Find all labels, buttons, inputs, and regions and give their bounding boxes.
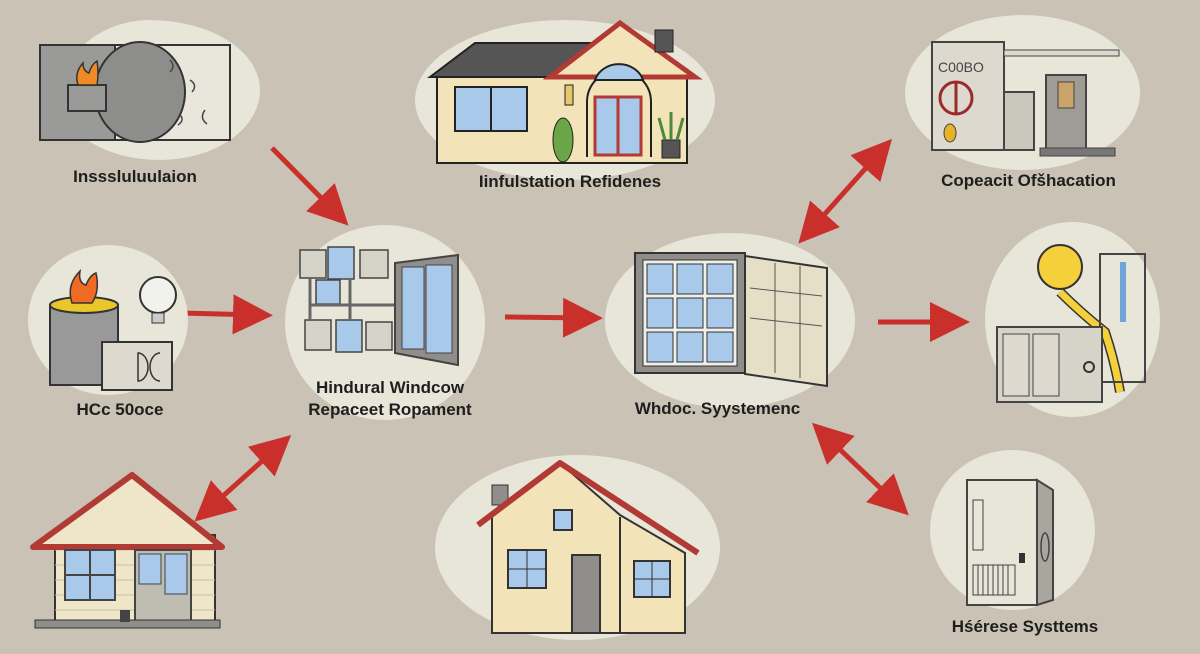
node-label: Iinfulstation Refidenes xyxy=(478,172,662,191)
node-generator: C00BO Copeacit Ofšhacation xyxy=(900,10,1160,200)
house-with-arched-door-icon xyxy=(427,19,703,164)
arrow-window-system-heater-systems xyxy=(811,422,909,516)
node-label: Copeacit Ofšhacation xyxy=(941,171,1116,190)
bulb-cabinet-icon xyxy=(996,244,1146,403)
open-window-icon xyxy=(634,252,828,388)
furnace-bulb-icon xyxy=(49,268,177,391)
insulation-materials-icon xyxy=(39,41,231,143)
node-house-top: Iinfulstation Refidenes xyxy=(415,5,715,195)
window-panels-icon xyxy=(299,246,459,367)
cottage-house-icon xyxy=(30,472,225,629)
node-insulation: Insssluluulaion xyxy=(20,20,260,200)
heater-cabinet-icon xyxy=(966,478,1054,607)
node-window-system: Whdoc. Syystemenc xyxy=(605,228,860,428)
generator-shed-icon: C00BO xyxy=(931,41,1120,157)
node-label-line1: Hindural Windcow xyxy=(315,378,465,397)
node-label-line2: Repaceet Ropament xyxy=(308,400,472,419)
arrow-insulation-to-window-replacement xyxy=(270,146,349,226)
node-window-replacement: Hindural Windcow Repaceet Ropament xyxy=(280,225,500,425)
node-label: Whdoc. Syystemenc xyxy=(634,399,801,418)
arrow-window-system-generator xyxy=(798,138,892,244)
node-house-bottom xyxy=(430,445,730,645)
node-label: HCc 50oce xyxy=(76,400,164,419)
arrow-cottage-window-replacement xyxy=(194,434,292,522)
node-cottage xyxy=(25,470,235,640)
node-heater-systems: Hśérese Systtems xyxy=(925,450,1125,645)
simple-house-icon xyxy=(476,460,700,634)
arrow-window-replacement-to-window-system xyxy=(504,297,603,338)
node-heating-unit xyxy=(985,222,1165,422)
node-label: Hśérese Systtems xyxy=(951,617,1099,636)
node-hvac-source: HCc 50oce xyxy=(20,245,220,425)
node-label: Insssluluulaion xyxy=(73,167,197,186)
arrow-hvac-to-window-replacement xyxy=(179,294,273,335)
panel-text: C00BO xyxy=(938,59,984,75)
